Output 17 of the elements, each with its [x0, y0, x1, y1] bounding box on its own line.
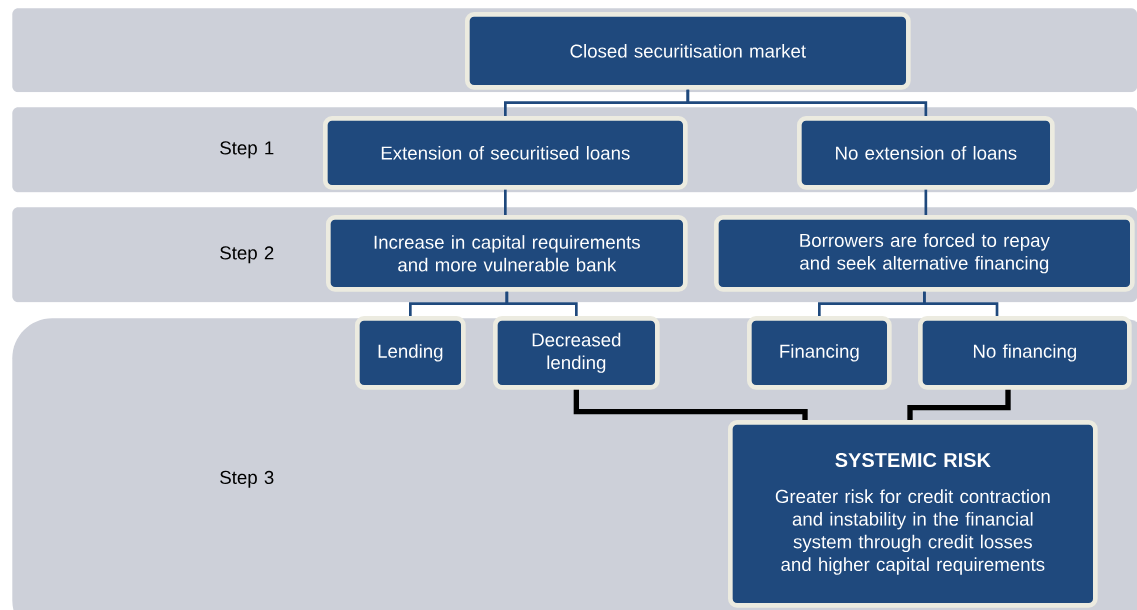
process-box: Lending [355, 316, 466, 390]
process-box: Closed securitisation market [465, 12, 911, 90]
connector-line [573, 389, 808, 420]
connector-line [907, 389, 1011, 420]
process-box: No financing [918, 316, 1132, 390]
process-box: SYSTEMIC RISK Greater risk for credit contraction and instability in the financial system through credit losses and higher capital requirements [728, 420, 1098, 608]
process-box: Increase in capital requirements and more vulnerable bank [326, 215, 688, 292]
connector-line [505, 291, 578, 316]
connector-line [924, 189, 928, 215]
connector-line [686, 89, 928, 116]
process-box: No extension of loans [797, 116, 1055, 190]
connector-line [923, 291, 999, 316]
process-box: Decreased lending [493, 316, 660, 390]
connector-line [504, 189, 507, 215]
process-box: Extension of securitised loans [323, 116, 688, 190]
process-box: Borrowers are forced to repay and seek alternative financing [714, 215, 1135, 292]
process-box: Financing [747, 316, 892, 390]
